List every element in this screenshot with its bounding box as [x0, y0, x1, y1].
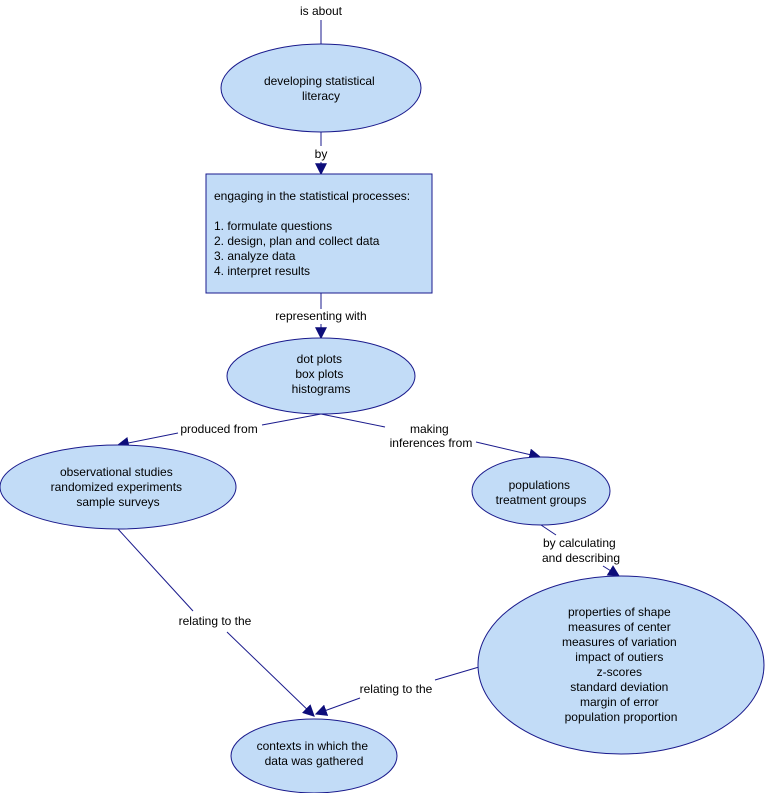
- label-relating-right: relating to the: [360, 682, 433, 696]
- node-line: treatment groups: [496, 493, 587, 507]
- processes-heading: engaging in the statistical processes:: [214, 189, 410, 203]
- label-making-inferences-from: making inferences from: [390, 422, 473, 450]
- arrow-produced-to-studies: [116, 432, 179, 449]
- node-line: sample surveys: [76, 495, 159, 509]
- line-populations-to-calculating: [540, 524, 557, 536]
- node-shape: [0, 444, 237, 530]
- node-line: population proportion: [565, 710, 678, 724]
- node-populations: populations treatment groups: [471, 456, 611, 526]
- node-text: observational studies randomized experim…: [51, 465, 186, 509]
- label-relating-left: relating to the: [179, 614, 252, 628]
- node-line: populations: [509, 478, 570, 492]
- node-line: randomized experiments: [51, 480, 182, 494]
- line-studies-to-relating: [117, 528, 194, 612]
- node-text: dot plots box plots histograms: [292, 352, 351, 396]
- node-properties: properties of shape measures of center m…: [477, 575, 765, 755]
- node-line: z-scores: [597, 665, 642, 679]
- node-text: engaging in the statistical processes: 1…: [214, 189, 413, 278]
- node-shape: [477, 575, 765, 755]
- process-item: 2. design, plan and collect data: [214, 234, 380, 248]
- node-text: contexts in which the data was gathered: [257, 739, 372, 768]
- node-shape: [230, 718, 398, 793]
- line-properties-to-relating: [434, 666, 480, 681]
- process-item: 1. formulate questions: [214, 219, 332, 233]
- node-line: impact of outiers: [575, 650, 663, 664]
- label-by-calculating: by calculating and describing: [542, 536, 620, 565]
- node-line: literacy: [302, 89, 340, 103]
- label-is-about: is about: [300, 4, 343, 18]
- node-text: populations treatment groups: [496, 478, 587, 507]
- node-line: standard deviation: [570, 680, 668, 694]
- label-representing-with: representing with: [275, 309, 366, 323]
- connectors: [116, 20, 621, 717]
- node-line: observational studies: [60, 465, 173, 479]
- node-line: box plots: [295, 367, 343, 381]
- arrow-calculating-to-properties: [602, 565, 621, 577]
- node-line: properties of shape: [568, 605, 671, 619]
- node-statistical-processes: engaging in the statistical processes: 1…: [205, 173, 433, 294]
- node-shape: [220, 43, 422, 133]
- node-contexts: contexts in which the data was gathered: [230, 718, 398, 793]
- line-plots-to-inferences: [320, 413, 386, 428]
- node-text: properties of shape measures of center m…: [562, 605, 680, 724]
- node-plots: dot plots box plots histograms: [226, 337, 416, 415]
- process-item: 3. analyze data: [214, 249, 296, 263]
- node-text: developing statistical literacy: [264, 74, 378, 103]
- node-shape: [205, 173, 433, 294]
- arrow-relating-to-contexts: [226, 631, 315, 717]
- line-plots-to-produced: [261, 413, 322, 426]
- process-item: 4. interpret results: [214, 264, 310, 278]
- node-line: contexts in which the: [257, 739, 369, 753]
- label-line: inferences from: [390, 436, 473, 450]
- node-line: measures of variation: [562, 635, 677, 649]
- node-line: dot plots: [297, 352, 342, 366]
- label-line: and describing: [542, 551, 620, 565]
- node-line: developing statistical: [264, 74, 375, 88]
- node-statistical-literacy: developing statistical literacy: [220, 43, 422, 133]
- node-shape: [226, 337, 416, 415]
- label-by: by: [315, 147, 328, 161]
- label-line: by calculating: [543, 536, 616, 550]
- node-line: margin of error: [580, 695, 659, 709]
- node-shape: [471, 456, 611, 526]
- arrow-inferences-to-populations: [475, 441, 542, 461]
- node-studies: observational studies randomized experim…: [0, 444, 237, 530]
- label-produced-from: produced from: [180, 422, 257, 436]
- node-line: data was gathered: [265, 754, 364, 768]
- node-line: histograms: [292, 382, 351, 396]
- arrow-relating-to-contexts-2: [314, 697, 361, 716]
- label-line: making: [410, 422, 449, 436]
- node-line: measures of center: [568, 620, 671, 634]
